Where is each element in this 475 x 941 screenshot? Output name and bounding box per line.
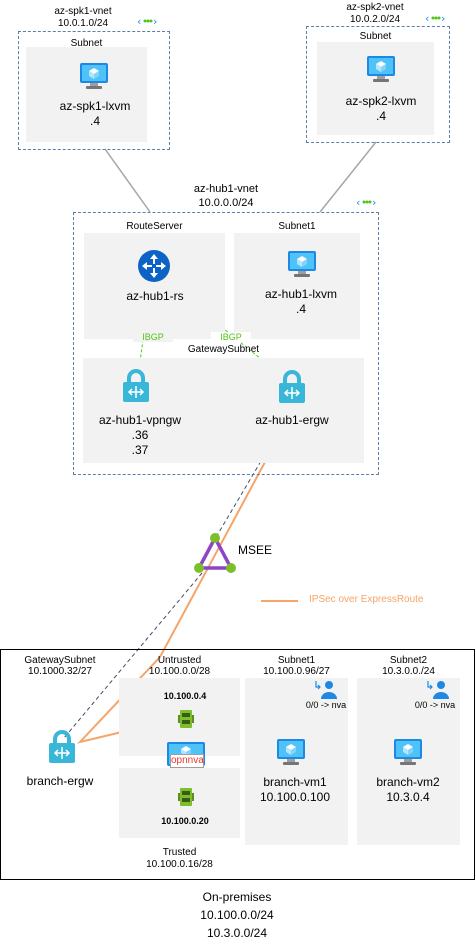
svg-text:›: › — [441, 12, 445, 24]
gatewaysubnet-label: GatewaySubnet — [187, 344, 260, 355]
nva-name: opnnva — [170, 754, 204, 768]
spk1-subnet-label: Subnet — [70, 38, 103, 49]
spk1-vnet-name: az-spk1-vnet — [54, 6, 112, 17]
spk1-vm-ip: .4 — [89, 114, 100, 128]
spk2-vm-ip: .4 — [375, 109, 386, 123]
vnet-icon: ‹ › — [356, 196, 376, 208]
hub-vnet-cidr: 10.0.0.0/24 — [198, 197, 254, 209]
svg-text:‹: ‹ — [425, 12, 429, 24]
onprem-subnet1-cidr: 10.100.0.96/27 — [263, 666, 330, 677]
vm-icon — [288, 251, 316, 277]
nic-icon — [178, 710, 194, 728]
hub-vnet-box — [73, 212, 379, 475]
ibgp-label-right: IBGP — [211, 332, 251, 343]
branch-vm1-name: branch-vm1 — [263, 775, 327, 789]
spk1-vm-name: az-spk1-lxvm — [59, 99, 131, 113]
nva-ip-top: 10.100.0.4 — [163, 691, 207, 701]
hub-subnet1 — [234, 233, 360, 339]
trusted-cidr: 10.100.0.16/28 — [146, 859, 213, 870]
spk2-vm-name: az-spk2-lxvm — [345, 94, 417, 108]
svg-text:‹: ‹ — [137, 15, 141, 27]
hub-vm-name: az-hub1-lxvm — [264, 287, 338, 301]
onprem-gw-subnet-cidr: 10.1000.32/27 — [28, 666, 92, 677]
gateway-lock-icon — [279, 370, 305, 403]
onprem-gw-subnet-label: GatewaySubnet — [24, 655, 96, 666]
onprem-footer-title: On-premises — [202, 890, 272, 904]
spk2-vnet-name: az-spk2-vnet — [346, 2, 404, 13]
vm-icon — [367, 56, 395, 82]
msee-label: MSEE — [238, 543, 273, 557]
branch-ergw-name: branch-ergw — [26, 774, 94, 788]
spk2-subnet-label: Subnet — [359, 31, 392, 42]
route-table-icon — [315, 681, 337, 699]
vm-icon — [277, 739, 305, 765]
vnet-icon: ‹ › — [425, 12, 445, 24]
svg-text:‹: ‹ — [356, 196, 360, 208]
onprem-subnet1-label: Subnet1 — [277, 655, 316, 666]
hub-vm-ip: .4 — [295, 302, 306, 316]
msee-branch-dashed-line — [63, 572, 203, 739]
branch-vm2-ip: 10.3.0.4 — [386, 790, 430, 804]
vm-icon — [80, 63, 108, 89]
vm-icon — [394, 739, 422, 765]
msee-icon — [194, 533, 236, 573]
untrusted-label: Untrusted — [157, 655, 202, 666]
spk1-hub-link — [104, 148, 151, 213]
vpngw-ip2: .37 — [131, 443, 149, 457]
rs-name: az-hub1-rs — [126, 289, 184, 303]
svg-text:›: › — [372, 196, 376, 208]
untrusted-cidr: 10.100.0.0/28 — [148, 666, 211, 677]
ibgp-label-left: IBGP — [133, 332, 173, 343]
spk2-hub-link — [319, 141, 377, 213]
onprem-subnet2-cidr: 10.3.0.0./24 — [382, 666, 435, 677]
spk2-vnet-box — [306, 26, 450, 143]
spk1-subnet — [26, 47, 147, 142]
trusted-label: Trusted — [162, 847, 197, 858]
route1-label: 0/0 -> nva — [305, 700, 347, 710]
route2-label: 0/0 -> nva — [414, 700, 456, 710]
onprem-footer-cidr2: 10.3.0.0/24 — [206, 926, 268, 940]
vpngw-ip1: .36 — [131, 428, 149, 442]
onprem-footer-cidr1: 10.100.0.0/24 — [200, 908, 274, 922]
branch-vm1-ip: 10.100.0.100 — [259, 790, 331, 804]
onprem-subnet2-label: Subnet2 — [389, 655, 428, 666]
gateway-lock-icon — [49, 730, 75, 763]
route-table-icon — [427, 681, 449, 699]
router-icon — [138, 250, 170, 282]
spk1-vnet-box — [18, 31, 170, 150]
vpngw-name: az-hub1-vpngw — [98, 413, 182, 427]
spk2-vnet-cidr: 10.0.2.0/24 — [349, 14, 401, 25]
legend-label: IPSec over ExpressRoute — [309, 594, 424, 605]
routeserver-label: RouteServer — [126, 221, 183, 232]
gateway-lock-icon — [123, 369, 149, 402]
branch-vm2-name: branch-vm2 — [376, 775, 440, 789]
hub-subnet1-label: Subnet1 — [278, 221, 316, 232]
nic-icon — [178, 788, 194, 806]
hub-vnet-name: az-hub1-vnet — [193, 183, 259, 195]
onprem-subnet1 — [245, 678, 348, 845]
spk1-vnet-cidr: 10.0.1.0/24 — [57, 18, 109, 29]
ergw-name: az-hub1-ergw — [255, 413, 329, 427]
nva-ip-bottom: 10.100.0.20 — [161, 816, 209, 826]
svg-text:›: › — [153, 15, 157, 27]
vnet-icon: ‹ › — [137, 15, 157, 27]
trusted-subnet — [119, 768, 240, 838]
